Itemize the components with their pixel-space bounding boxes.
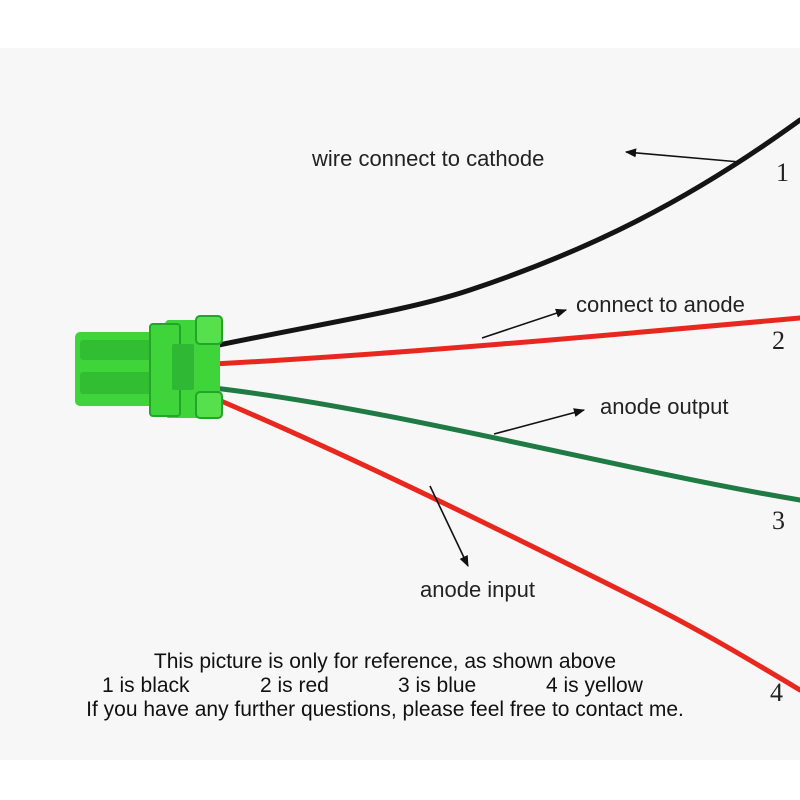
arrow-anode-output: [493, 408, 586, 435]
legend-item: 2 is red: [260, 674, 329, 697]
legend-item: 4 is yellow: [546, 674, 643, 697]
arrow-anode-input: [429, 485, 469, 568]
arrow-cathode: [624, 148, 741, 163]
arrow-anode: [481, 308, 568, 339]
wire-number-3: 3: [772, 506, 785, 535]
color-legend: 1 is black 2 is red 3 is blue 4 is yello…: [0, 674, 800, 698]
reference-note: This picture is only for reference, as s…: [153, 650, 617, 673]
label-anode-input: anode input: [420, 577, 535, 602]
wire-number-1: 1: [776, 158, 789, 187]
red-wire-4: [211, 395, 800, 693]
label-wire-anode: connect to anode: [576, 292, 745, 317]
wire-number-2: 2: [772, 326, 785, 355]
connector-plug: [75, 315, 223, 419]
wire-number-4: 4: [770, 678, 783, 707]
label-anode-output: anode output: [600, 394, 729, 419]
legend-item: 1 is black: [102, 674, 190, 697]
contact-note: If you have any further questions, pleas…: [86, 698, 684, 721]
green-wire: [211, 385, 800, 503]
red-wire-2: [211, 315, 800, 367]
label-wire-cathode: wire connect to cathode: [312, 146, 545, 171]
legend-item: 3 is blue: [398, 674, 477, 697]
black-wire: [211, 117, 800, 349]
